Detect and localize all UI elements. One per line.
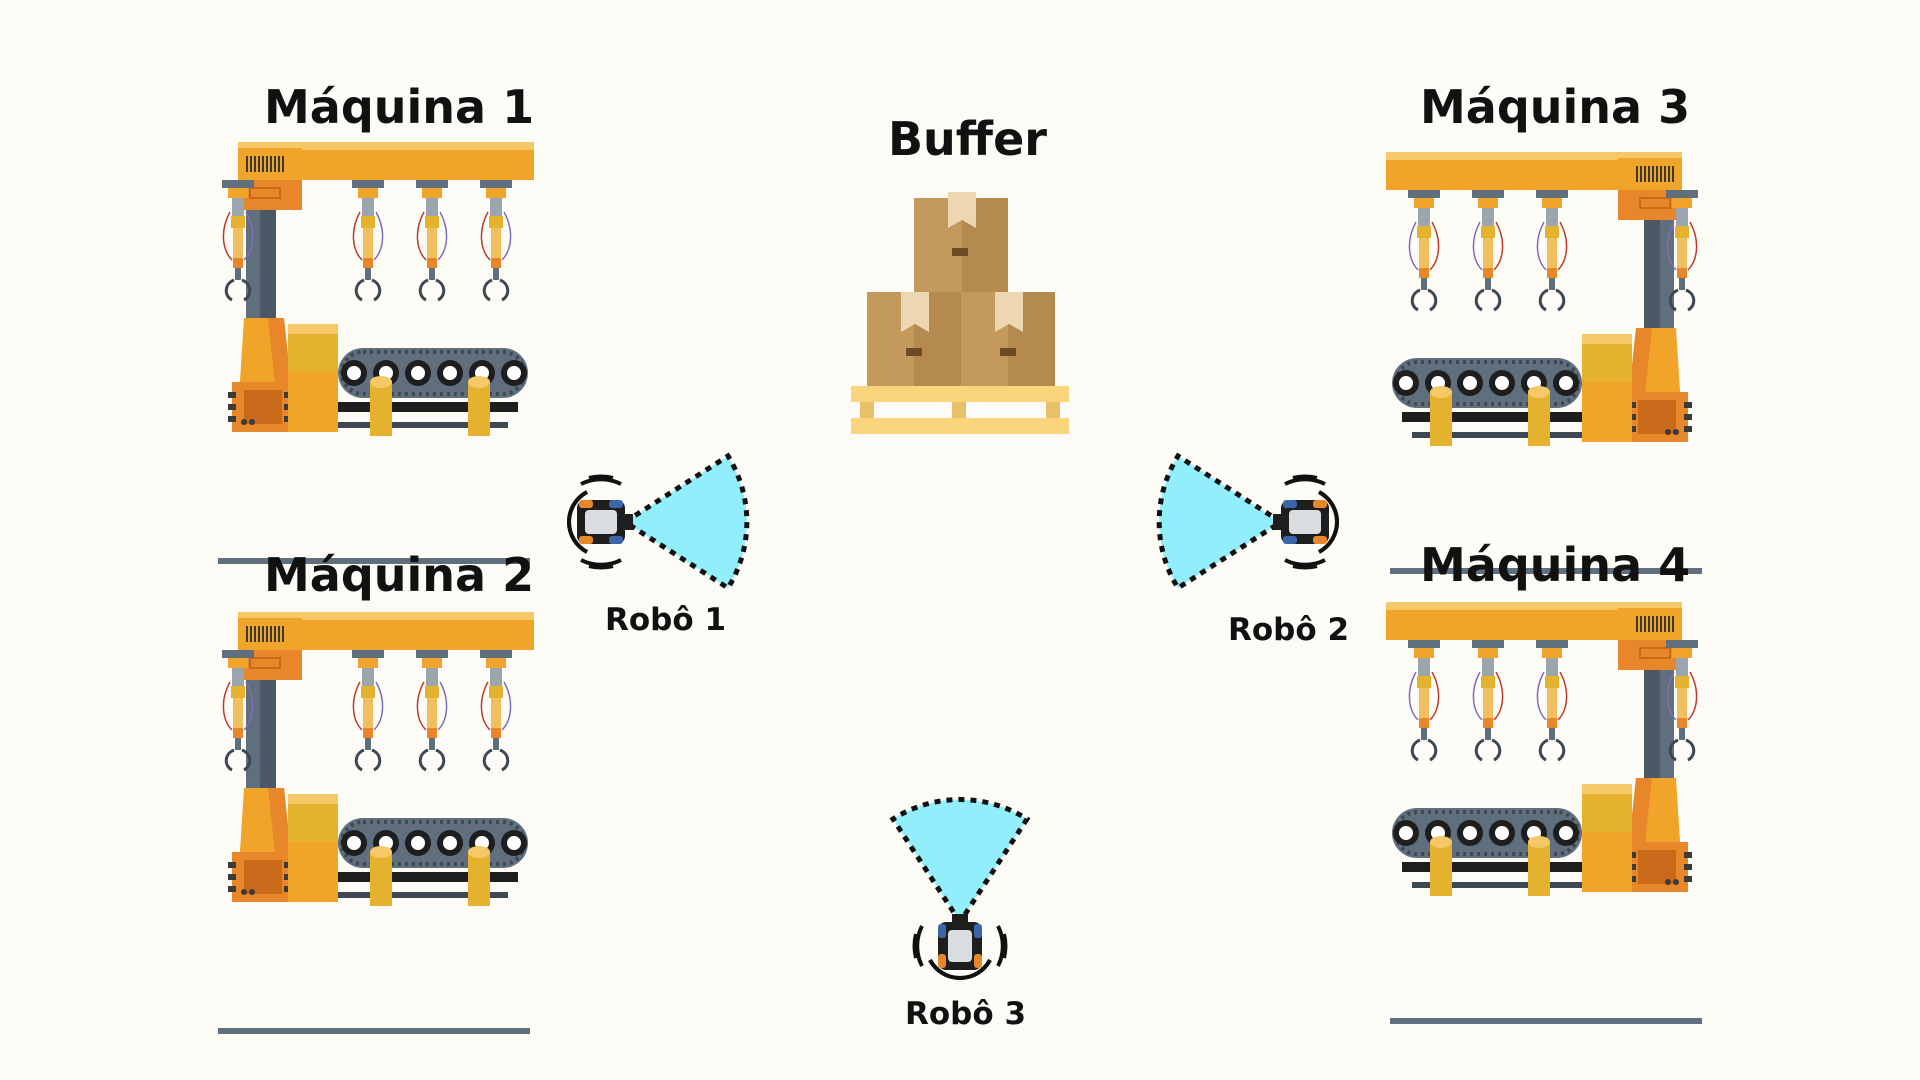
robot-3 xyxy=(889,797,1031,980)
robot-1 xyxy=(567,452,750,592)
machine-3 xyxy=(1386,152,1702,574)
pallet-boxes-icon xyxy=(851,192,1069,434)
mobile-robot-icon xyxy=(567,474,635,570)
sensor-cone xyxy=(620,452,750,592)
factory-machine-icon xyxy=(218,612,534,1034)
factory-machine-icon xyxy=(1386,152,1702,574)
machine-4-label: Máquina 4 xyxy=(1420,538,1691,592)
mobile-robot-icon xyxy=(1271,474,1339,570)
robot-1-label: Robô 1 xyxy=(605,602,727,638)
factory-machine-icon xyxy=(218,142,534,564)
sensor-cone xyxy=(889,797,1031,927)
machine-3-label: Máquina 3 xyxy=(1420,80,1691,134)
robot-3-label: Robô 3 xyxy=(905,996,1027,1032)
robot-2-label: Robô 2 xyxy=(1228,612,1350,648)
sensor-cone xyxy=(1156,452,1286,592)
machine-2 xyxy=(218,612,534,1034)
factory-machine-icon xyxy=(1386,602,1702,1024)
mobile-robot-icon xyxy=(912,912,1008,980)
machine-4 xyxy=(1386,602,1702,1024)
machine-1 xyxy=(218,142,534,564)
machine-1-label: Máquina 1 xyxy=(264,80,535,134)
machine-2-label: Máquina 2 xyxy=(264,548,535,602)
buffer-label: Buffer xyxy=(888,112,1047,166)
robot-2 xyxy=(1156,452,1339,592)
